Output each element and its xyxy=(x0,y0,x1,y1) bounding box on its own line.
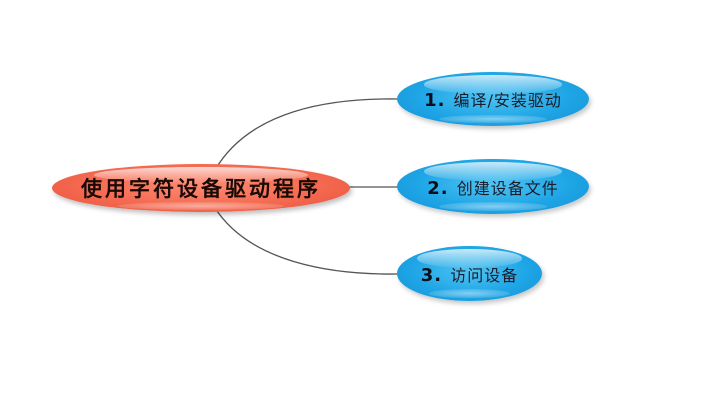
child-node-label: 3. 访问设备 xyxy=(421,262,518,286)
step-number: 2. xyxy=(427,177,449,199)
central-node[interactable]: 使用字符设备驱动程序 xyxy=(52,164,350,212)
step-text: 访问设备 xyxy=(450,265,519,285)
child-node-label: 1. 编译/安装驱动 xyxy=(424,87,562,111)
step-number: 1. xyxy=(424,90,446,111)
child-node-create-device-file[interactable]: 2. 创建设备文件 xyxy=(397,159,589,214)
child-node-compile-install[interactable]: 1. 编译/安装驱动 xyxy=(397,72,589,126)
step-text: 编译/安装驱动 xyxy=(453,91,562,110)
child-node-access-device[interactable]: 3. 访问设备 xyxy=(397,246,542,301)
child-node-label: 2. 创建设备文件 xyxy=(427,175,558,199)
central-node-label: 使用字符设备驱动程序 xyxy=(81,176,321,201)
step-number: 3. xyxy=(420,264,443,286)
step-text: 创建设备文件 xyxy=(456,178,559,198)
connector-to-node-1 xyxy=(214,98,399,171)
connector-to-node-3 xyxy=(214,207,399,275)
